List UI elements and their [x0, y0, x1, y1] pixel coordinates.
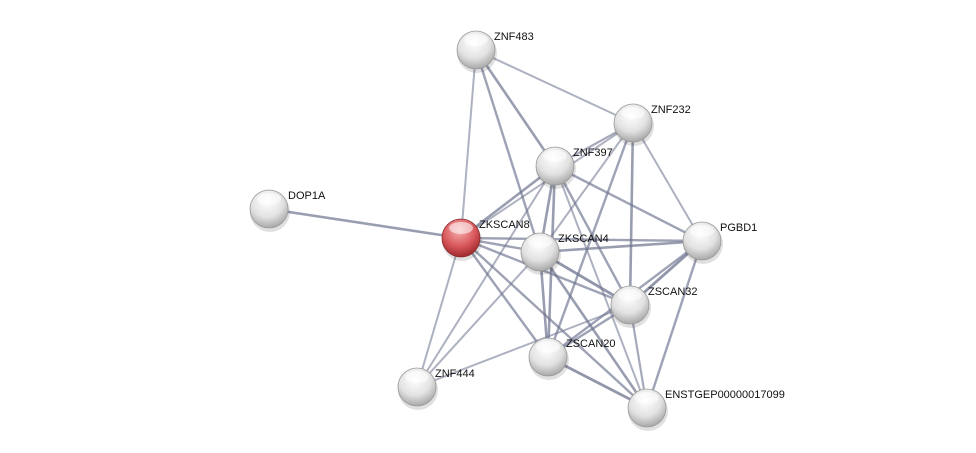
edge-znf483-zkscan4[interactable]	[474, 49, 542, 253]
node-label: ZSCAN32	[648, 286, 698, 298]
node-znf483[interactable]: ZNF483	[456, 30, 534, 73]
edge-zkscan4-znf444[interactable]	[416, 251, 541, 388]
node-label: ZNF483	[494, 31, 534, 43]
node-zkscan8[interactable]: ZKSCAN8	[441, 218, 530, 261]
node-zkscan4[interactable]: ZKSCAN4	[520, 232, 609, 275]
node-enstgep00000017099[interactable]: ENSTGEP00000017099	[627, 388, 785, 431]
node-highlight	[618, 289, 642, 301]
node-highlight	[536, 341, 560, 353]
edge-dop1a-zkscan8[interactable]	[268, 207, 462, 240]
edge-zkscan4-pgbd1[interactable]	[539, 239, 703, 254]
node-label: ZKSCAN8	[479, 219, 530, 231]
node-highlight	[449, 222, 473, 234]
edge-znf232-zscan32[interactable]	[628, 122, 635, 306]
edge-znf397-zkscan8[interactable]	[460, 164, 556, 240]
node-znf397[interactable]: ZNF397	[535, 146, 613, 189]
node-dop1a[interactable]: DOP1A	[249, 189, 326, 232]
node-zscan32[interactable]: ZSCAN32	[610, 285, 698, 328]
node-znf444[interactable]: ZNF444	[397, 367, 475, 410]
node-highlight	[635, 392, 659, 404]
edge-zkscan8-znf444[interactable]	[416, 237, 462, 388]
node-zscan20[interactable]: ZSCAN20	[528, 337, 616, 380]
edge-zkscan8-zscan32[interactable]	[460, 236, 631, 307]
edge-znf397-pgbd1[interactable]	[554, 164, 703, 243]
node-label: ZNF232	[651, 104, 691, 116]
node-label: ZSCAN20	[566, 338, 616, 350]
node-highlight	[528, 236, 552, 248]
node-label: PGBD1	[720, 222, 757, 234]
edge-znf483-znf232[interactable]	[475, 49, 634, 124]
node-highlight	[690, 225, 714, 237]
node-label: ENSTGEP00000017099	[665, 389, 785, 401]
node-highlight	[543, 150, 567, 162]
edge-znf483-zkscan8[interactable]	[460, 49, 477, 239]
node-znf232[interactable]: ZNF232	[613, 103, 691, 146]
edge-pgbd1-enstgep00000017099[interactable]	[645, 240, 704, 409]
edge-zkscan4-enstgep00000017099[interactable]	[538, 251, 649, 409]
edge-znf232-pgbd1[interactable]	[632, 122, 703, 242]
edge-znf397-znf444[interactable]	[416, 165, 556, 388]
node-label: ZNF397	[573, 147, 613, 159]
edge-znf483-znf397[interactable]	[474, 49, 557, 167]
node-label: ZNF444	[435, 368, 475, 380]
node-label: ZKSCAN4	[558, 233, 609, 245]
edge-zscan32-znf444[interactable]	[416, 304, 631, 388]
node-pgbd1[interactable]: PGBD1	[682, 221, 757, 264]
node-highlight	[464, 34, 488, 46]
edge-zkscan8-enstgep00000017099[interactable]	[460, 237, 648, 409]
edge-znf397-zscan32[interactable]	[553, 165, 632, 306]
node-label: DOP1A	[288, 190, 326, 202]
node-highlight	[621, 107, 645, 119]
node-highlight	[405, 371, 429, 383]
edge-zkscan8-zscan20[interactable]	[460, 237, 549, 358]
node-highlight	[257, 193, 281, 205]
edge-zkscan8-pgbd1[interactable]	[460, 236, 703, 243]
edge-znf232-zkscan4[interactable]	[539, 122, 634, 253]
